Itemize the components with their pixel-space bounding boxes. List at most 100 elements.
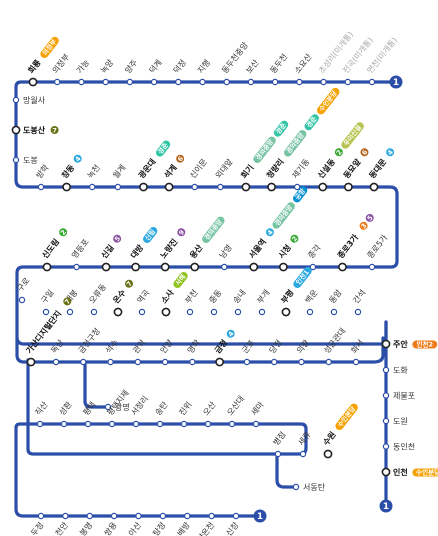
station-marker (84, 420, 92, 428)
station-dohwa[interactable]: 도화 (382, 366, 408, 375)
line-number-badge (59, 228, 68, 237)
station-songnae[interactable]: 송내 (231, 288, 248, 316)
station-dobong[interactable]: 도봉 (12, 156, 38, 165)
station-name: 서동탄 (303, 482, 326, 492)
station-seodongtan[interactable]: 서동탄 (292, 482, 326, 492)
station-marker (12, 96, 20, 104)
station-ganseok[interactable]: 간석 (351, 287, 368, 316)
station-marker (293, 183, 301, 191)
transfer-station-marker (249, 262, 259, 272)
station-singil[interactable]: 신길5 (99, 233, 123, 272)
station-geumjeong[interactable]: 금정4 (212, 328, 236, 367)
station-marker (199, 78, 206, 86)
line-name-badge (143, 226, 158, 244)
transfer-line-label: 7 (125, 280, 134, 288)
station-marker (86, 512, 93, 520)
line-name-badge (341, 122, 364, 149)
station-name: 독산 (49, 337, 66, 355)
station-yeongdeungpo[interactable]: 영등포 (69, 237, 91, 271)
station-seokgye[interactable]: 석계6 (162, 153, 186, 192)
transfer-badge: 5 (366, 214, 375, 223)
line-name-badge (412, 468, 438, 477)
station-name: 당정 (267, 337, 284, 355)
station-sinimun[interactable]: 신이문 (187, 157, 209, 191)
station-marker (36, 420, 44, 428)
station-marker (298, 358, 305, 366)
station-marker (150, 78, 158, 86)
station-name: 신길 (99, 242, 116, 260)
station-dongducheon[interactable]: 동두천 (268, 52, 289, 86)
station-seojeongni[interactable]: 서정리 (129, 394, 150, 428)
station-jemulpo[interactable]: 제물포 (382, 392, 415, 401)
station-jungdong[interactable]: 중동 (207, 288, 224, 316)
station-gwangmyeong[interactable]: 광명 (104, 402, 130, 412)
station-dowon[interactable]: 도원 (382, 417, 408, 426)
station-name: 아산 (126, 520, 143, 536)
station-changdong[interactable]: 창동4 (59, 153, 83, 192)
station-bucheon[interactable]: 부천 (183, 287, 200, 316)
line-name-badge (173, 271, 188, 289)
track-segment (14, 358, 308, 518)
station-name: 온양온천 (190, 520, 216, 536)
transfer-line-label: 수인분당 (317, 89, 339, 113)
station-cityhall[interactable]: 시청2 (276, 233, 300, 272)
station-dongam[interactable]: 동암 (327, 287, 344, 316)
transfer-badge: 수인분당 (412, 468, 438, 477)
transfer-line-label: 4 (227, 329, 236, 338)
station-name: 석계 (162, 162, 179, 180)
station-baegun[interactable]: 백운 (303, 287, 320, 316)
station-marker (368, 263, 376, 271)
station-name: 금정 (212, 337, 229, 355)
station-marker (234, 308, 242, 316)
station-soyosan[interactable]: 소요산 (292, 51, 314, 86)
transfer-badge: 경의중앙 (253, 136, 276, 164)
station-mangwolsa[interactable]: 망월사 (12, 95, 46, 105)
station-dongincheon[interactable]: 동인천 (382, 442, 415, 452)
line-name-badge (412, 340, 438, 349)
station-jongno5[interactable]: 종로5가 (365, 233, 390, 271)
station-yeokgok[interactable]: 역곡 (135, 287, 152, 316)
station-marker (186, 308, 194, 316)
station-guil[interactable]: 구일 (39, 288, 56, 316)
station-marker (126, 78, 134, 86)
transfer-line-label: 2 (290, 235, 299, 243)
station-uijeongbu[interactable]: 의정부 (50, 52, 71, 86)
station-ddjungang[interactable]: 동두천중앙 (219, 40, 250, 86)
station-oryu[interactable]: 오류동 (87, 282, 108, 316)
station-onsu[interactable]: 온수7 (111, 278, 135, 317)
station-chotaeri[interactable]: 초성리(미개통) (316, 29, 355, 86)
transfer-line-label: 2 (59, 228, 68, 236)
station-marker (243, 358, 251, 366)
station-marker (221, 263, 228, 271)
transfer-station-marker (26, 357, 36, 367)
station-name: 동암 (327, 287, 344, 305)
station-jegi[interactable]: 제기동 (291, 157, 312, 191)
station-name: 창동 (59, 162, 76, 180)
station-osandae[interactable]: 오산대 (225, 394, 246, 428)
transfer-line-label: 우이신설 (341, 123, 363, 147)
station-marker (135, 512, 142, 520)
station-oedae[interactable]: 외대앞 (213, 156, 235, 191)
station-bugae[interactable]: 부개 (255, 287, 272, 316)
station-name: 군포 (240, 338, 256, 355)
